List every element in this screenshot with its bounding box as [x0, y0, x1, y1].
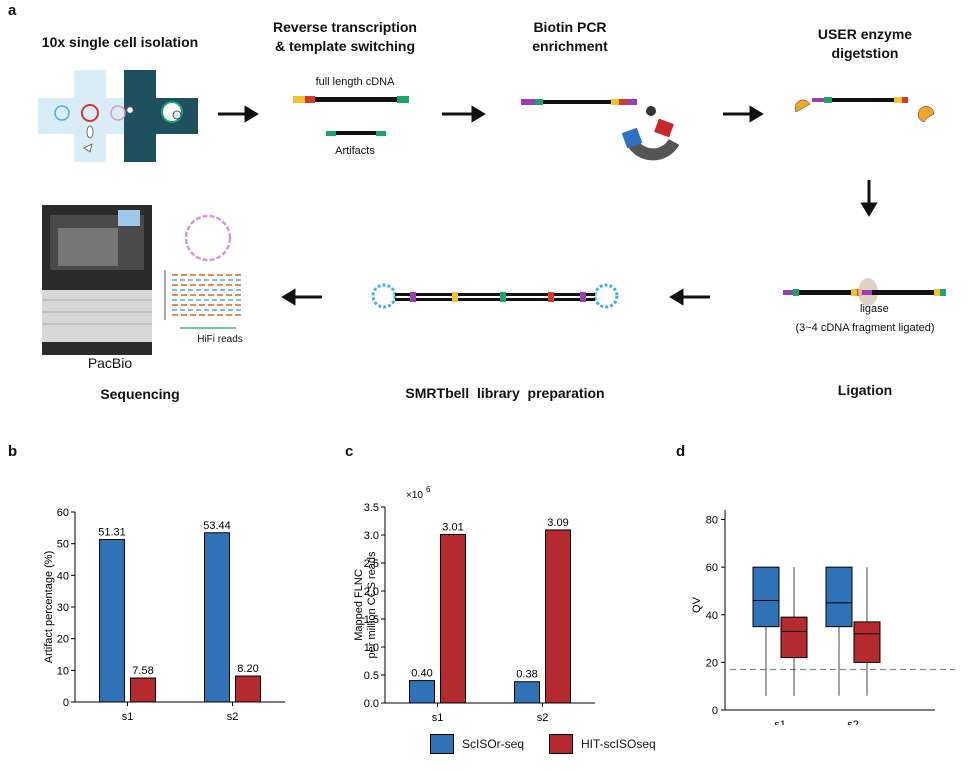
- y-tick-label: 40: [57, 570, 69, 582]
- y-axis-label: Artifact percentage (%): [43, 551, 55, 664]
- bar: [409, 680, 435, 704]
- panel-label-d: d: [676, 443, 686, 460]
- y-tick-label: 2.5: [364, 558, 379, 570]
- y-tick-label: 80: [706, 515, 718, 527]
- y-tick-label: 60: [706, 562, 718, 574]
- step-title-ligation: Ligation: [837, 382, 893, 398]
- box: [780, 616, 808, 659]
- bar: [204, 532, 230, 703]
- y-tick-label: 60: [57, 507, 69, 519]
- bar-value-label: 0.38: [516, 669, 537, 681]
- y-tick-label: 30: [57, 602, 69, 614]
- y-tick-label: 0.0: [364, 698, 379, 710]
- y-tick-label: 0: [712, 705, 718, 717]
- chart-artifact-percentage: 0 10 20 30 40 50 60 s1 51.31 7.58 s2 53.44 8.20 Artif…: [43, 507, 285, 723]
- y-tick-label: 3.0: [364, 530, 379, 542]
- x-tick-label: s1: [122, 711, 134, 723]
- step-title-biotin-pcr: Biotin PCR enrichment: [532, 19, 608, 54]
- y-tick-label: 2.0: [364, 586, 379, 598]
- step-title-isolation: 10x single cell isolation: [41, 34, 199, 50]
- label-ligase: ligase: [860, 303, 889, 315]
- bar: [440, 533, 466, 704]
- y-tick-label: 3.5: [364, 502, 379, 514]
- smrtbell-icon: [371, 283, 619, 309]
- bar-value-label: 3.09: [547, 517, 568, 529]
- legend-label-hit: HIT-scISOseq: [581, 737, 656, 751]
- bar-value-label: 3.01: [442, 521, 463, 533]
- label-hifi-reads: HiFi reads: [197, 334, 243, 345]
- panel-label-b: b: [8, 443, 18, 460]
- legend-swatch-hit: [549, 734, 573, 754]
- bar-value-label: 53.44: [203, 520, 231, 532]
- panel-label-c: c: [345, 443, 354, 460]
- x-tick-label: s1: [432, 712, 444, 724]
- x-tick-label: s1: [774, 719, 786, 725]
- bar-value-label: 51.31: [98, 527, 126, 539]
- y-axis-label: Mapped FLNC: [353, 569, 365, 641]
- y-tick-label: 0.5: [364, 670, 379, 682]
- x-tick-label: s2: [227, 711, 239, 723]
- step-title-user-enzyme: USER enzyme digetstion: [817, 26, 913, 61]
- x-tick-label: s2: [847, 719, 859, 725]
- label-pacbio: PacBio: [87, 355, 133, 371]
- ligation-icon: [783, 278, 946, 306]
- y-multiplier-exponent: 6: [426, 485, 431, 494]
- legend-swatch-scisor: [430, 734, 454, 754]
- label-fragments-ligated: (3~4 cDNA fragment ligated): [795, 322, 935, 334]
- y-axis-label: QV: [691, 596, 703, 613]
- hifi-reads-icon: [164, 214, 242, 329]
- legend-item-scisor: ScISOr-seq: [430, 734, 524, 754]
- step-title-sequencing: Sequencing: [100, 386, 180, 402]
- biotin-pcr-icon: [521, 99, 680, 161]
- y-tick-label: 10: [57, 665, 69, 677]
- label-artifacts: Artifacts: [335, 145, 375, 157]
- panel-label-a: a: [8, 2, 17, 19]
- bar: [235, 675, 261, 703]
- step-title-reverse-transcription: Reverse transcription & template switchi…: [273, 19, 417, 54]
- y-tick-label: 0: [63, 697, 69, 709]
- legend-item-hit: HIT-scISOseq: [549, 734, 656, 754]
- bar: [130, 677, 156, 703]
- bar-value-label: 8.20: [237, 663, 258, 675]
- box: [752, 566, 780, 628]
- box: [853, 621, 881, 663]
- y-tick-label: 50: [57, 539, 69, 551]
- box: [825, 566, 853, 628]
- legend-label-scisor: ScISOr-seq: [462, 737, 525, 751]
- full-length-cdna-icon: [293, 96, 409, 136]
- flow-arrows: [218, 105, 878, 306]
- y-tick-label: 1.5: [364, 614, 379, 626]
- y-axis-label: per million CCS reads: [366, 551, 378, 658]
- workflow-diagram: [38, 70, 946, 355]
- pacbio-sequencer-icon: [42, 205, 152, 355]
- chart-mapped-flnc: 0.0 0.5 1.0 1.5 2.0 2.5 3.0 3.5 s1 0.40 3.01 s2 0.38…: [353, 485, 595, 724]
- bar-value-label: 0.40: [411, 668, 432, 680]
- label-full-length-cdna: full length cDNA: [315, 76, 395, 88]
- y-tick-label: 1.0: [364, 642, 379, 654]
- bar-value-label: 7.58: [132, 665, 153, 677]
- bar: [514, 681, 540, 704]
- user-enzyme-icon: [794, 97, 935, 123]
- bar: [545, 529, 571, 704]
- x-tick-label: s2: [537, 712, 549, 724]
- bar: [99, 539, 125, 703]
- y-tick-label: 20: [57, 634, 69, 646]
- y-tick-label: 20: [706, 657, 718, 669]
- microfluidic-chip-icon: [38, 70, 198, 162]
- y-tick-label: 40: [706, 610, 718, 622]
- y-multiplier-label: ×10: [406, 490, 423, 501]
- step-title-smrtbell: SMRTbell library preparation: [405, 385, 605, 401]
